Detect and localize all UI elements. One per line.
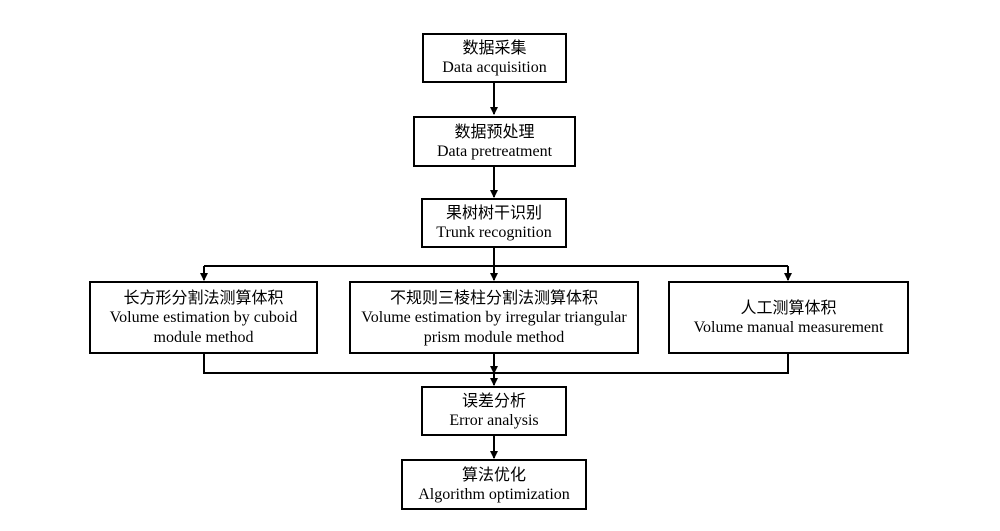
node-label-en: Trunk recognition xyxy=(436,224,552,241)
node-label-zh: 长方形分割法测算体积 xyxy=(123,287,284,307)
node-label-en: Algorithm optimization xyxy=(418,485,570,503)
node-cuboid-method: 长方形分割法测算体积 Volume estimation by cuboid m… xyxy=(89,281,318,354)
node-prism-method: 不规则三棱柱分割法测算体积 Volume estimation by irreg… xyxy=(349,281,639,354)
node-manual-measurement: 人工测算体积 Volume manual measurement xyxy=(668,281,909,354)
node-data-pretreatment: 数据预处理 Data pretreatment xyxy=(413,116,576,167)
node-algorithm-optimization: 算法优化 Algorithm optimization xyxy=(401,459,587,510)
node-label-zh: 果树树干识别 xyxy=(445,203,542,222)
node-label-zh: 数据预处理 xyxy=(454,121,535,141)
node-label-zh: 算法优化 xyxy=(461,464,526,484)
node-label-en: Data acquisition xyxy=(442,59,547,76)
node-label-zh: 不规则三棱柱分割法测算体积 xyxy=(389,287,598,307)
node-label-zh: 人工测算体积 xyxy=(740,297,837,317)
node-label-en: Volume estimation by cuboid module metho… xyxy=(109,308,298,346)
node-label-en: Volume manual measurement xyxy=(693,318,884,336)
merge-left xyxy=(203,354,494,374)
node-trunk-recognition: 果树树干识别 Trunk recognition xyxy=(421,198,567,248)
node-label-en: Error analysis xyxy=(449,412,539,429)
node-data-acquisition: 数据采集 Data acquisition xyxy=(422,33,567,83)
merge-right xyxy=(494,354,789,374)
node-label-zh: 数据采集 xyxy=(462,38,527,57)
node-label-zh: 误差分析 xyxy=(461,391,526,410)
node-label-en: Data pretreatment xyxy=(436,142,553,160)
node-label-en: Volume estimation by irregular triangula… xyxy=(361,308,627,346)
node-error-analysis: 误差分析 Error analysis xyxy=(421,386,567,436)
